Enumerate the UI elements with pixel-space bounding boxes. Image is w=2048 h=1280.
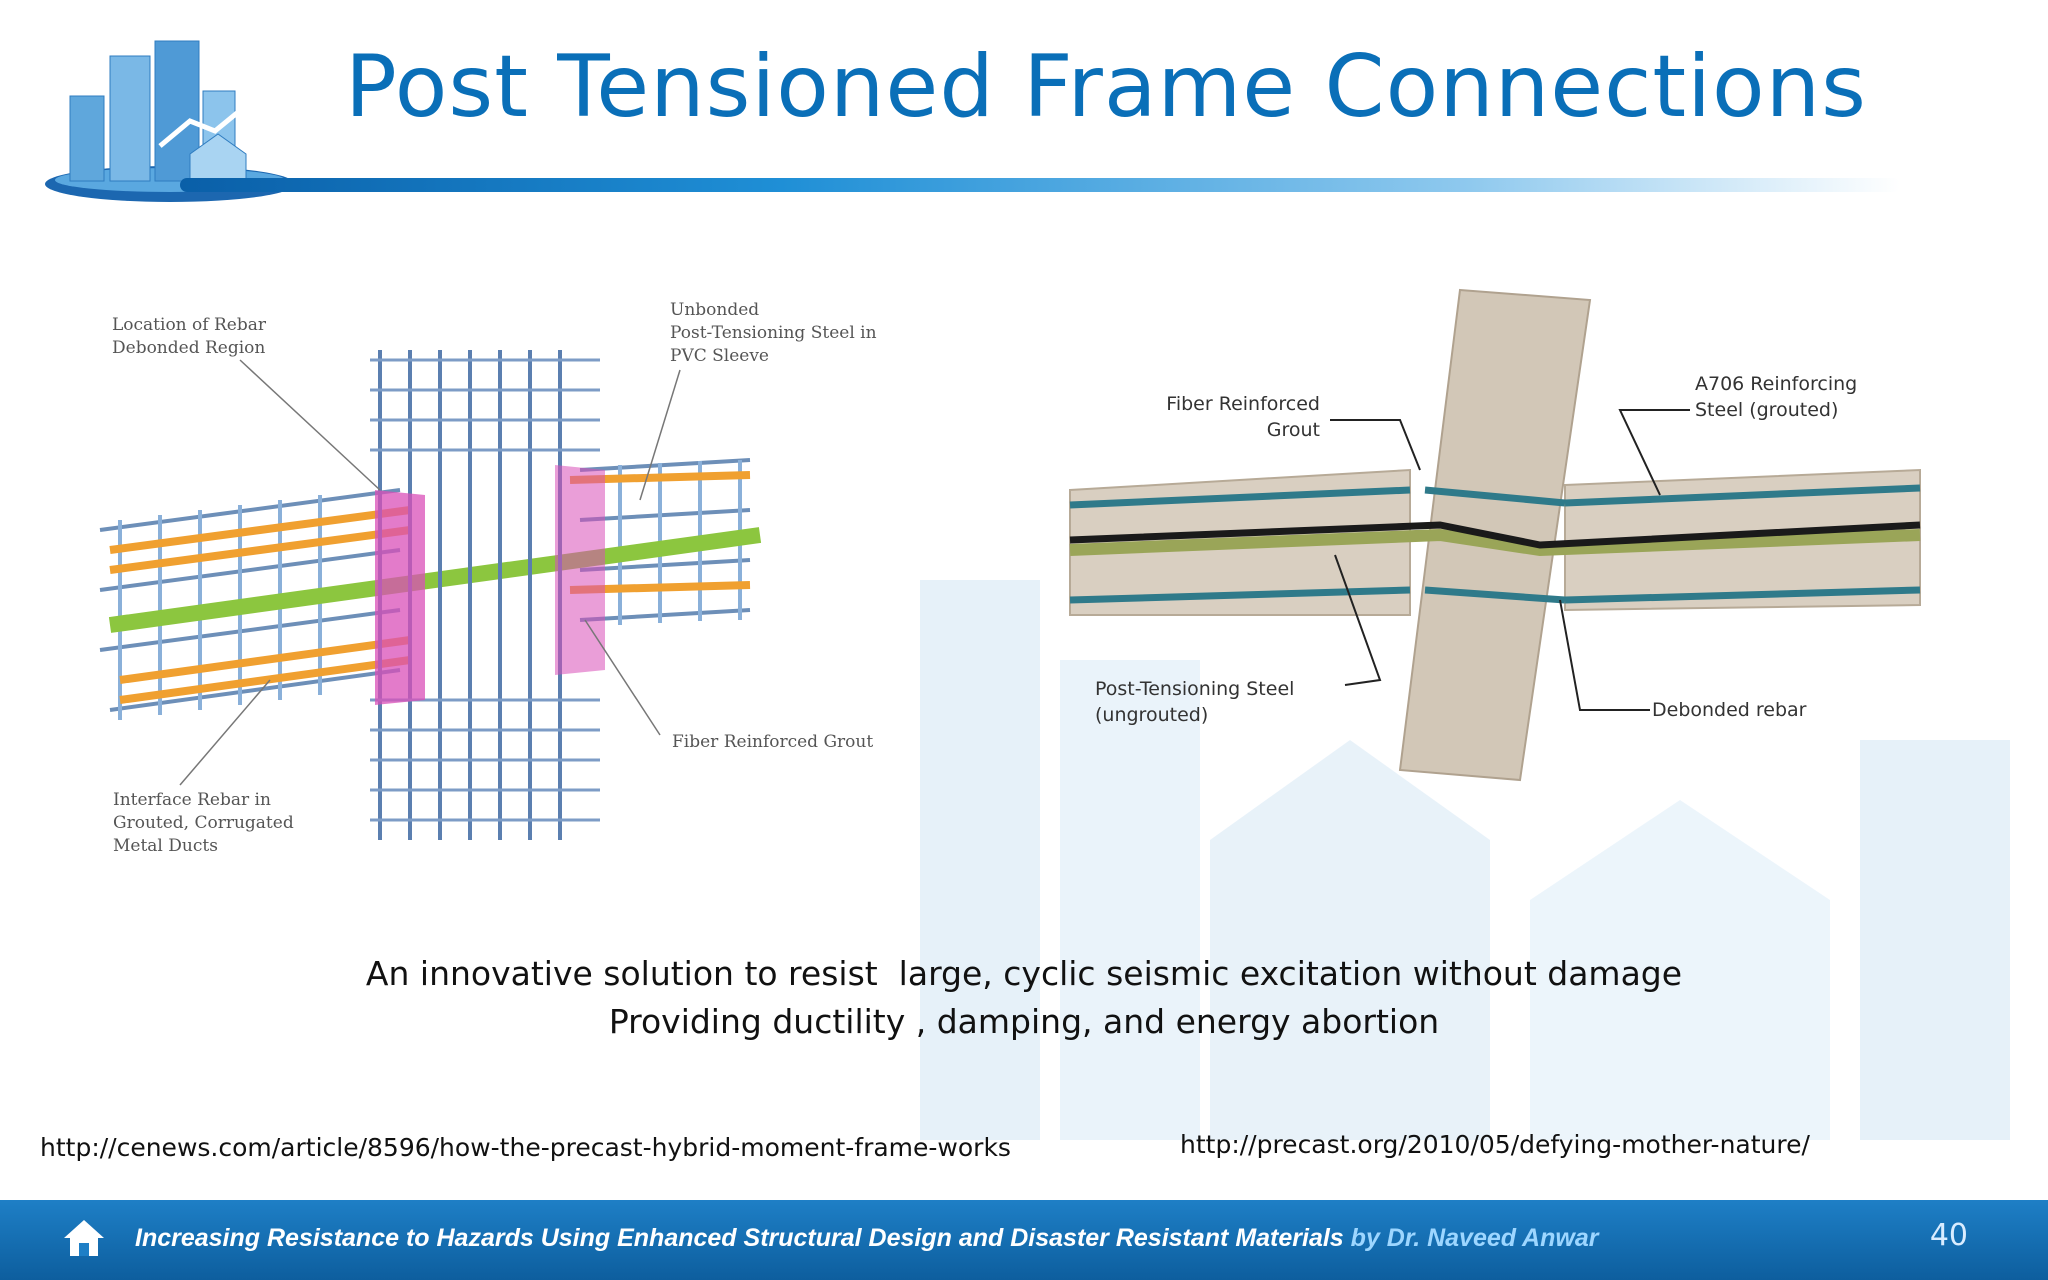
city-buildings-logo bbox=[45, 40, 295, 202]
label-fiber-grout-right: Fiber Reinforced bbox=[1166, 393, 1320, 415]
home-icon[interactable] bbox=[62, 1218, 106, 1258]
label-pt-steel: Post-Tensioning Steel bbox=[1095, 678, 1294, 700]
rebar-cage-illustration: Location of Rebar Debonded Region Unbond… bbox=[99, 300, 877, 856]
title-underline bbox=[180, 178, 1900, 192]
footer-bar: Increasing Resistance to Hazards Using E… bbox=[0, 1200, 2048, 1280]
label-fiber-grout-right-2: Grout bbox=[1267, 419, 1320, 441]
label-rebar-debonded-2: Debonded Region bbox=[112, 338, 265, 358]
section-diagram: Fiber Reinforced Grout A706 Reinforcing … bbox=[1069, 288, 1921, 782]
source-link-right[interactable]: http://precast.org/2010/05/defying-mothe… bbox=[1180, 1130, 1810, 1159]
caption-line-1: An innovative solution to resist large, … bbox=[365, 954, 1683, 993]
footer-text: Increasing Resistance to Hazards Using E… bbox=[135, 1224, 1598, 1253]
caption-line-2: Providing ductility , damping, and energ… bbox=[608, 1002, 1440, 1041]
background-city-watermark bbox=[920, 580, 2010, 1140]
label-interface-rebar: Interface Rebar in bbox=[113, 790, 271, 810]
slide-caption: An innovative solution to resist large, … bbox=[0, 950, 2048, 1046]
label-a706-steel: A706 Reinforcing bbox=[1695, 373, 1857, 395]
label-rebar-debonded: Location of Rebar bbox=[112, 315, 267, 335]
label-unbonded: Unbonded bbox=[670, 300, 759, 320]
label-interface-rebar-2: Grouted, Corrugated bbox=[113, 813, 294, 833]
footer-author: by Dr. Naveed Anwar bbox=[1350, 1224, 1599, 1252]
slide-title: Post Tensioned Frame Connections bbox=[345, 37, 1867, 137]
label-unbonded-3: PVC Sleeve bbox=[670, 346, 769, 366]
label-a706-steel-2: Steel (grouted) bbox=[1695, 399, 1838, 421]
label-interface-rebar-3: Metal Ducts bbox=[113, 836, 218, 856]
label-debonded-rebar: Debonded rebar bbox=[1652, 699, 1807, 721]
source-link-left[interactable]: http://cenews.com/article/8596/how-the-p… bbox=[40, 1133, 1011, 1162]
label-fiber-grout: Fiber Reinforced Grout bbox=[672, 732, 873, 752]
label-unbonded-2: Post-Tensioning Steel in bbox=[670, 323, 877, 343]
footer-title: Increasing Resistance to Hazards Using E… bbox=[135, 1224, 1351, 1252]
label-pt-steel-2: (ungrouted) bbox=[1095, 704, 1208, 726]
page-number: 40 bbox=[1929, 1218, 1968, 1253]
